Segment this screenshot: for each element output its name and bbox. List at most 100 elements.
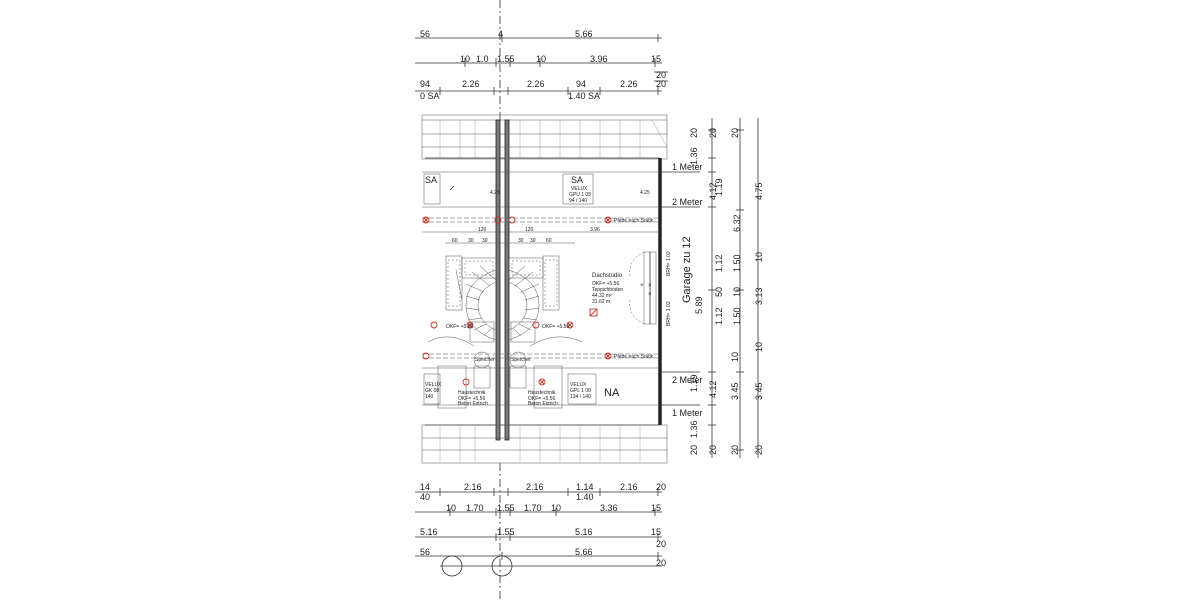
dim-row2-1-0: 1.0 <box>476 54 489 64</box>
meter-markers: 1 Meter 2 Meter 2 Meter 1 Meter Garage z… <box>660 162 704 418</box>
dim-top-5-66: 5.66 <box>575 29 593 39</box>
bdim2-1-55: 1.55 <box>497 503 515 513</box>
interior-dimension-chain: 120 120 3.96 60 30 30 30 30 60 <box>422 227 660 244</box>
dim-inner-30c: 30 <box>518 238 524 244</box>
dim-inner-120: 120 <box>478 227 487 233</box>
rdim-c1-1-36b: 1.36 <box>689 420 699 438</box>
dim-inner-30a: 30 <box>468 238 474 244</box>
bdim-2-16c: 2.16 <box>620 482 638 492</box>
bdim-2-16a: 2.16 <box>464 482 482 492</box>
bdim-1-14: 1.14 <box>576 482 594 492</box>
dim-inner-60b: 60 <box>546 238 552 244</box>
rdim-c1-20a: 20 <box>689 128 699 138</box>
sa-spec: GPU 1 08 <box>569 192 591 198</box>
bdim3-15: 15 <box>651 527 661 537</box>
dim-top-4: 4 <box>498 29 503 39</box>
speicher-left: Speicher <box>475 357 495 363</box>
dim-row3-20: 20 <box>656 79 666 89</box>
meter-2-top: 2 Meter <box>672 197 703 207</box>
bdim-2-16b: 2.16 <box>526 482 544 492</box>
dim-inner-3-96: 3.96 <box>590 227 600 233</box>
dim-inner-30b: 30 <box>482 238 488 244</box>
purlin-top: Pfette nach Statik <box>422 216 660 224</box>
bdim-1-40: 1.40 <box>576 492 594 502</box>
bdim2-3-36: 3.36 <box>600 503 618 513</box>
roof-band-bottom <box>421 424 668 600</box>
haustechnik-right: Haustechnik <box>528 390 556 396</box>
dim-row3-94a: 94 <box>420 79 430 89</box>
haustechnik-right-okf: OKF= +5.56 <box>528 396 555 402</box>
staircase-left <box>430 255 497 343</box>
bdim2-1-70b: 1.70 <box>524 503 542 513</box>
dachstudio-room: Dachstudio OKF= +5.56 Teppichboden 44.32… <box>589 273 623 317</box>
bdim3-5-16a: 5.16 <box>420 527 438 537</box>
dim-row2-1-55: 1.55 <box>497 54 515 64</box>
skylight-left <box>423 173 441 205</box>
dim-row2-10a: 10 <box>460 54 470 64</box>
rdim-c3-20b: 20 <box>754 445 764 455</box>
rdim-c2-1-50b: 1.50 <box>732 307 742 325</box>
dim-inner-120-b: 120 <box>525 227 534 233</box>
dim-row2-15: 15 <box>651 54 661 64</box>
small-dim-top-left: 4.25 <box>490 190 500 196</box>
rdim-c2-20b: 20 <box>708 445 718 455</box>
rdim-c2-20a: 20 <box>708 128 718 138</box>
stair-spec-right: OKF= +5.56 <box>542 324 569 330</box>
rdim-c2-10: 10 <box>732 287 742 297</box>
dim-row3-sa-right: 1.40 SA <box>568 91 600 101</box>
dim-row2-10b: 10 <box>536 54 546 64</box>
garage-dim: 5.89 <box>694 296 704 314</box>
skylight-right <box>562 173 594 205</box>
haustechnik-left-okf: OKF= +5.56 <box>458 396 485 402</box>
dim-row3-2-26c: 2.26 <box>620 79 638 89</box>
rdim-c2-6-32: 6.32 <box>732 214 742 232</box>
brh-label-1: BRH= 1.02 <box>666 251 672 276</box>
haustechnik-zone: Haustechnik OKF= +5.56 Beton Estrich Hau… <box>422 367 660 407</box>
dachstudio-area: 44.32 m² <box>592 293 612 299</box>
bdim2-10a: 10 <box>446 503 456 513</box>
velux-right-lower: VELUX <box>570 382 587 388</box>
purlin-bottom: Pfette nach Statik <box>422 352 660 360</box>
dim-row3-2-26a: 2.26 <box>462 79 480 89</box>
dachstudio-volume: 31.62 m <box>592 299 610 305</box>
haustechnik-left-floor: Beton Estrich <box>458 401 488 407</box>
bdim-20: 20 <box>656 482 666 492</box>
pfette-label-bottom: Pfette nach Statik <box>614 354 654 360</box>
staircase-right: OKF= +5.56 OKF= +5.56 <box>446 255 574 343</box>
svg-text:×: × <box>648 283 652 289</box>
skylight-zone-top: SA SA VELUX GPU 1 08 94 / 140 4.25 4.25 <box>422 171 660 208</box>
dim-top-56: 56 <box>420 29 430 39</box>
rdim-c3-10a: 10 <box>754 252 764 262</box>
bdim2-1-70a: 1.70 <box>466 503 484 513</box>
svg-text:×: × <box>640 283 644 289</box>
bdim2-15: 15 <box>651 503 661 513</box>
meter-1-bottom: 1 Meter <box>672 408 703 418</box>
rdim-c1-50: 50 <box>714 287 724 297</box>
rdim-c1-1-36a: 1.36 <box>689 147 699 165</box>
pfette-label-top: Pfette nach Statik <box>614 218 654 224</box>
dim-row3-2-26b: 2.26 <box>527 79 545 89</box>
bdim3-5-16b: 5.16 <box>575 527 593 537</box>
dim-row3-sa-left: 0 SA <box>420 91 440 101</box>
rdim-c2b-20: 20 <box>730 445 740 455</box>
rdim-c1-1-19b: 1.19 <box>689 374 699 392</box>
brh-label-2: BRH= 1.02 <box>666 301 672 326</box>
rdim-c3-20a: 20 <box>730 128 740 138</box>
roof-band-top <box>421 114 668 160</box>
dim-inner-60a: 60 <box>452 238 458 244</box>
rdim-c2b-10: 10 <box>730 352 740 362</box>
sa-spec-2: 94 / 140 <box>569 198 587 204</box>
party-wall-right <box>504 119 510 441</box>
dachstudio-title: Dachstudio <box>592 273 623 279</box>
velux-lower-spec: GK 08 <box>425 388 439 394</box>
garage-label: Garage zu 12 <box>681 236 693 303</box>
rdim-c2b-3-45: 3.45 <box>730 382 740 400</box>
dachstudio-okf: OKF= +5.56 <box>592 281 619 287</box>
velux-right-spec: GPL 1 08 <box>570 388 591 394</box>
haustechnik-right-floor: Beton Estrich <box>528 401 558 407</box>
rdim-c3-3-45: 3.45 <box>754 382 764 400</box>
velux-lower-spec2: 140 <box>425 394 434 400</box>
sa-right-label: SA <box>571 175 583 185</box>
bdim3-1-55: 1.55 <box>497 527 515 537</box>
